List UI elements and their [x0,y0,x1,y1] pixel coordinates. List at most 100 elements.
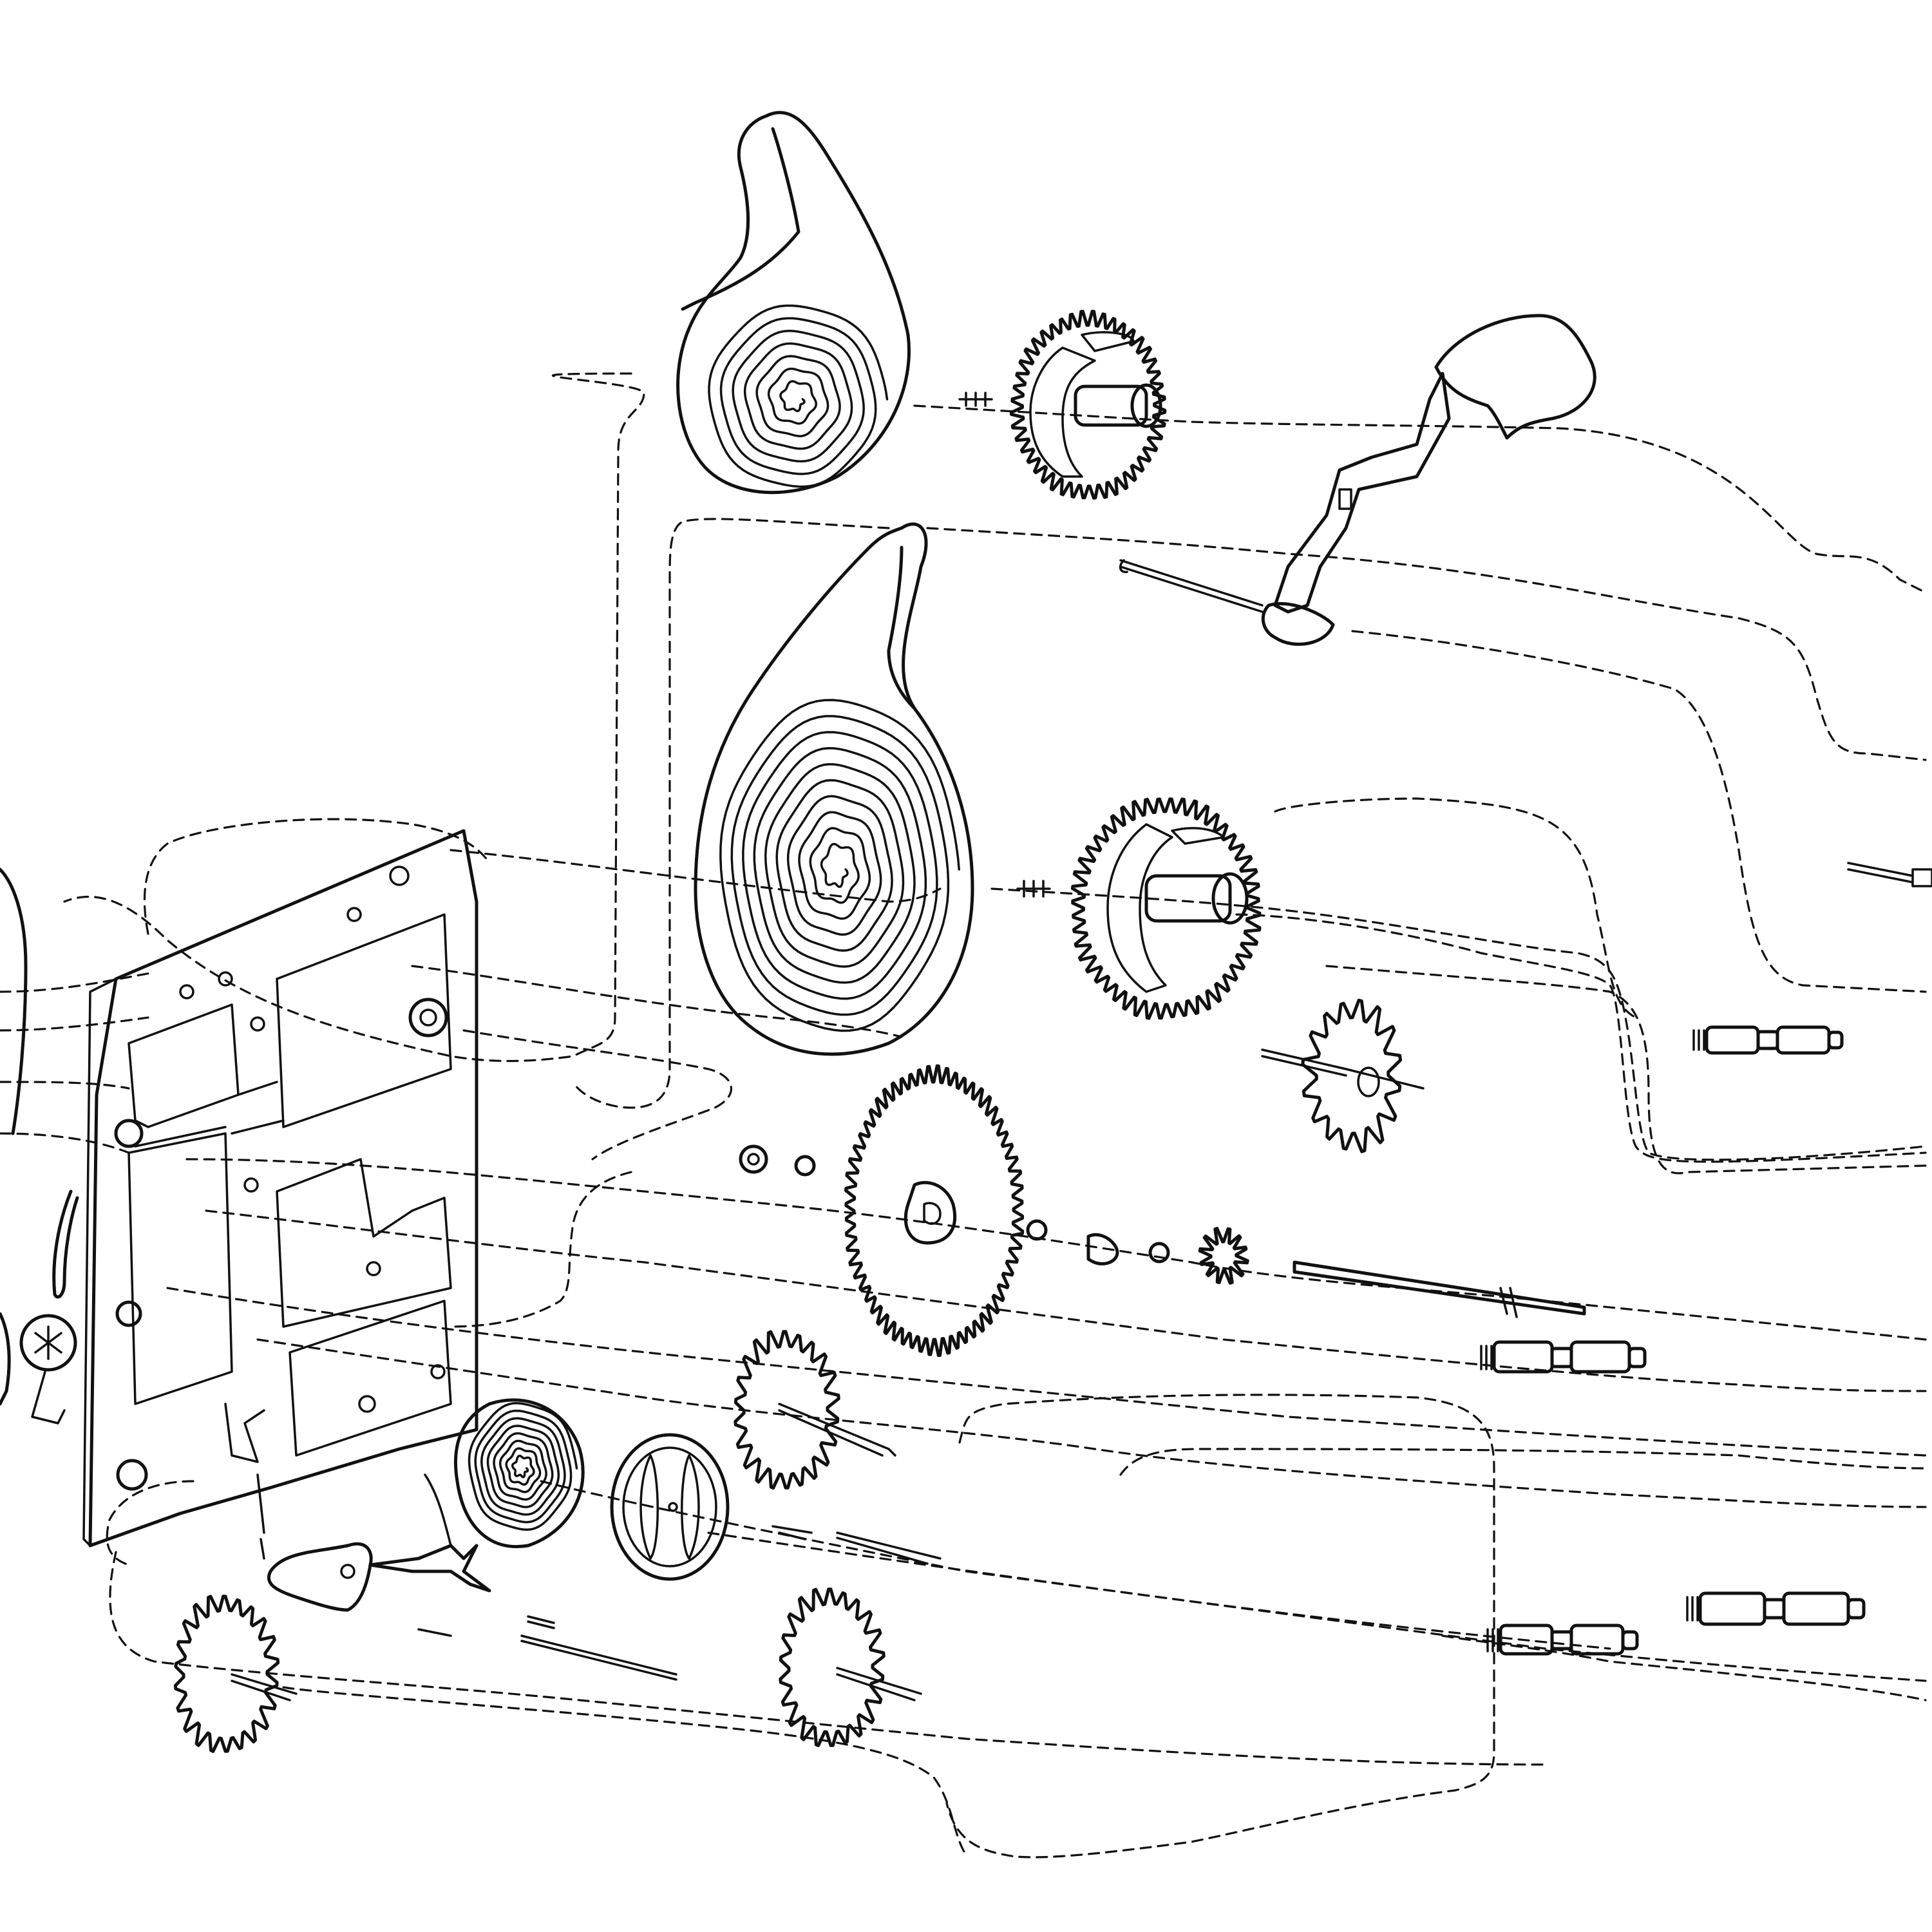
movement-plate-screw-hole-5 [179,984,194,999]
movement-plate-screw-hole-8 [430,1364,446,1379]
movement-plate [82,829,478,1560]
movement-plate-screw-hole-9 [358,1395,376,1413]
escape-pinion-teeth [1198,1227,1249,1285]
guide-line-left-2 [0,1016,149,1032]
hairspring [453,1398,585,1548]
great-wheel-spring-washer [1086,1233,1119,1265]
small-spring-coils-path [708,304,889,488]
pallet-fork-pivot [340,1564,355,1579]
balance-wheel-arm-left [639,1454,659,1560]
guide-line-mid-right [1235,913,1927,1163]
pivot-arbors [1480,862,1932,1656]
guide-line-large-spring [572,518,890,1109]
arbor-upper-body [1705,1025,1760,1055]
small-barrel-gear-cutout [1029,346,1096,478]
large-barrel-pivot [1016,880,1051,898]
arbor-lower-left-tip [1621,1630,1639,1651]
large-mainspring-tail [887,545,916,710]
great-wheel-collet-inner [747,1153,760,1166]
small-barrel-arbor-cap [1130,383,1162,428]
guide-line-large-drop [1274,797,1637,1019]
great-wheel-washer-3 [1148,1242,1170,1264]
movement-plate-pivot-hole-main-inner [419,1009,437,1027]
arbor-edge [1847,862,1932,887]
arbor-lower-right-thread [1686,1596,1699,1622]
movement-plate-window-upper-left [128,1003,240,1128]
balance-wheel-staff [668,1502,678,1512]
center-wheel [779,1587,922,1747]
winding-lever [1119,314,1596,646]
guide-line-right-lower [1325,965,1927,1175]
balance-wheel [610,1433,730,1581]
seconds-wheel-teeth [173,1595,280,1753]
guide-line-left-1 [0,971,156,993]
guide-line-bottom-2 [282,1686,967,1856]
movement-plate-screw-hole-6 [243,1177,259,1193]
arbor-lower-left-neck [1550,1630,1573,1651]
rod-detent [772,1525,813,1540]
movement-plate-screw-hole-4 [250,1016,265,1032]
winding-lever-arm [1273,372,1451,614]
great-wheel-washer-2 [1026,1219,1048,1241]
great-wheel-hub-inner [923,1202,942,1225]
movement-plate-window-lower-right [289,1300,452,1457]
escape-wheel [1261,998,1425,1153]
great-wheel-teeth [844,1064,1025,1358]
movement-plate-window-mid-right [276,1158,452,1328]
movement-plate-screw-hole-2 [346,907,362,922]
large-mainspring-coils [719,699,960,1032]
winding-lever-head [1434,314,1596,440]
large-barrel-arbor [1144,874,1232,923]
arbor-upper [1692,1025,1844,1055]
rod-setting [520,1634,677,1681]
guide-line-lever-axis [926,527,1927,761]
movement-plate-window-mid-left [128,1132,233,1405]
left-edge-click-arm [31,1370,66,1425]
great-wheel-hub [904,1180,957,1245]
arbor-lower-left-thread [1486,1628,1499,1653]
winding-lever-pivot [1261,601,1335,646]
arbor-lower-right [1686,1591,1866,1626]
third-wheel-teeth [734,1330,840,1490]
small-mainspring-outline [676,111,911,495]
guide-line-large-axis [990,887,1927,1161]
arbor-upper-tail [1776,1025,1831,1055]
guide-line-left-4 [0,1132,130,1154]
arbor-lower-right-body [1698,1591,1766,1626]
guide-line-great-wheel-low [205,1209,1927,1392]
seconds-wheel-arbor [231,1673,298,1701]
movement-plate-screw-hole-1 [389,866,410,886]
large-barrel-gear-cutout [1106,823,1173,993]
balance-wheel-rim-inner [622,1446,717,1567]
hairspring-coils-path [468,1402,578,1531]
arbor-upper-neck [1756,1030,1779,1050]
arbor-lower-left [1486,1624,1639,1656]
large-barrel-arbor-cap [1211,872,1249,925]
guide-line-plate-left-loop [106,1480,194,1566]
balance-wheel-rim [610,1433,730,1581]
guide-line-small-spring [63,372,645,1063]
left-edge-parts [0,867,79,1425]
fourth-wheel-arbor [1293,1260,1586,1316]
movement-plate-screw-hole-7 [366,1261,381,1276]
pallet-fork-tail [424,1473,452,1547]
small-barrel-gear-teeth [1009,310,1167,500]
great-wheel [739,1064,1170,1358]
guide-line-plate-mid [411,965,903,1038]
center-wheel-arbor [836,1667,922,1701]
guide-line-great-wheel-loop [450,1171,632,1328]
third-wheel [734,1330,896,1490]
large-spring-coils-path [719,699,960,1032]
large-barrel-gear [1016,797,1262,1020]
arbor-upper-tip [1827,1030,1844,1050]
small-mainspring-tail [681,127,800,311]
escape-wheel-teeth [1301,998,1403,1153]
left-edge-click-wheel [19,1314,77,1372]
guide-line-plate-top [143,818,491,935]
guide-line-lower-1 [256,1338,1927,1508]
movement-plate-pivot-hole-left [114,1119,144,1148]
fourth-wheel-arbor-collar [1499,1287,1518,1318]
arbor-lower-right-neck [1763,1598,1786,1620]
rod-click [527,1615,555,1629]
